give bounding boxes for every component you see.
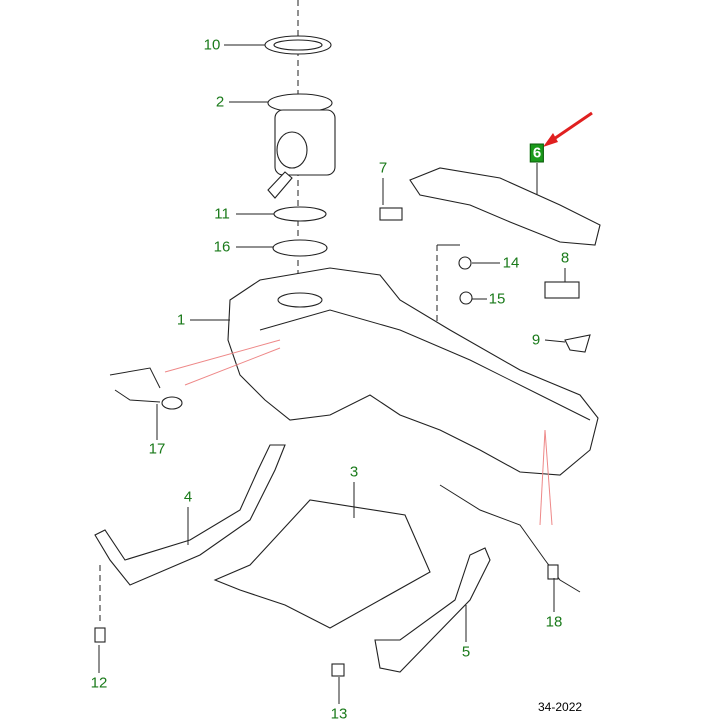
callout-2[interactable]: 2	[215, 93, 225, 111]
part-9-pad	[564, 334, 591, 353]
callout-9[interactable]: 9	[531, 331, 541, 349]
part-17-sender	[161, 396, 183, 410]
callout-1[interactable]: 1	[176, 311, 186, 329]
red-arrow-head	[543, 133, 558, 147]
callout-8[interactable]: 8	[560, 249, 570, 267]
part-14-grommet	[458, 256, 472, 270]
callout-15[interactable]: 15	[488, 290, 506, 308]
callout-11[interactable]: 11	[214, 205, 230, 223]
callout-12[interactable]: 12	[90, 674, 108, 692]
callout-17[interactable]: 17	[148, 440, 166, 458]
callout-13[interactable]: 13	[330, 705, 348, 723]
part-4-strap	[94, 444, 286, 586]
part-5-strap	[374, 547, 491, 673]
callout-14[interactable]: 14	[502, 254, 520, 272]
callout-7[interactable]: 7	[378, 159, 388, 177]
part-15-bolt	[459, 291, 473, 305]
callout-4[interactable]: 4	[183, 488, 193, 506]
part-6-heat-shield	[409, 167, 601, 246]
part-12-bolt	[94, 627, 106, 643]
callout-6-highlighted[interactable]: 6	[529, 143, 545, 163]
part-7-pad	[379, 207, 403, 221]
part-11-ring	[273, 206, 327, 222]
diagram-code: 34-2022	[538, 700, 583, 714]
part-18-harness	[547, 564, 559, 580]
part-8-pad	[544, 281, 580, 299]
part-2-fuel-pump	[267, 93, 336, 199]
part-1-fuel-tank	[227, 267, 599, 476]
callout-16[interactable]: 16	[213, 238, 231, 256]
part-16-seal	[272, 239, 328, 257]
part-3-shield	[213, 499, 431, 629]
callout-10[interactable]: 10	[203, 36, 221, 54]
callout-18[interactable]: 18	[545, 613, 563, 631]
callout-3[interactable]: 3	[349, 463, 359, 481]
callout-5[interactable]: 5	[461, 643, 471, 661]
part-13-nut	[331, 663, 345, 677]
